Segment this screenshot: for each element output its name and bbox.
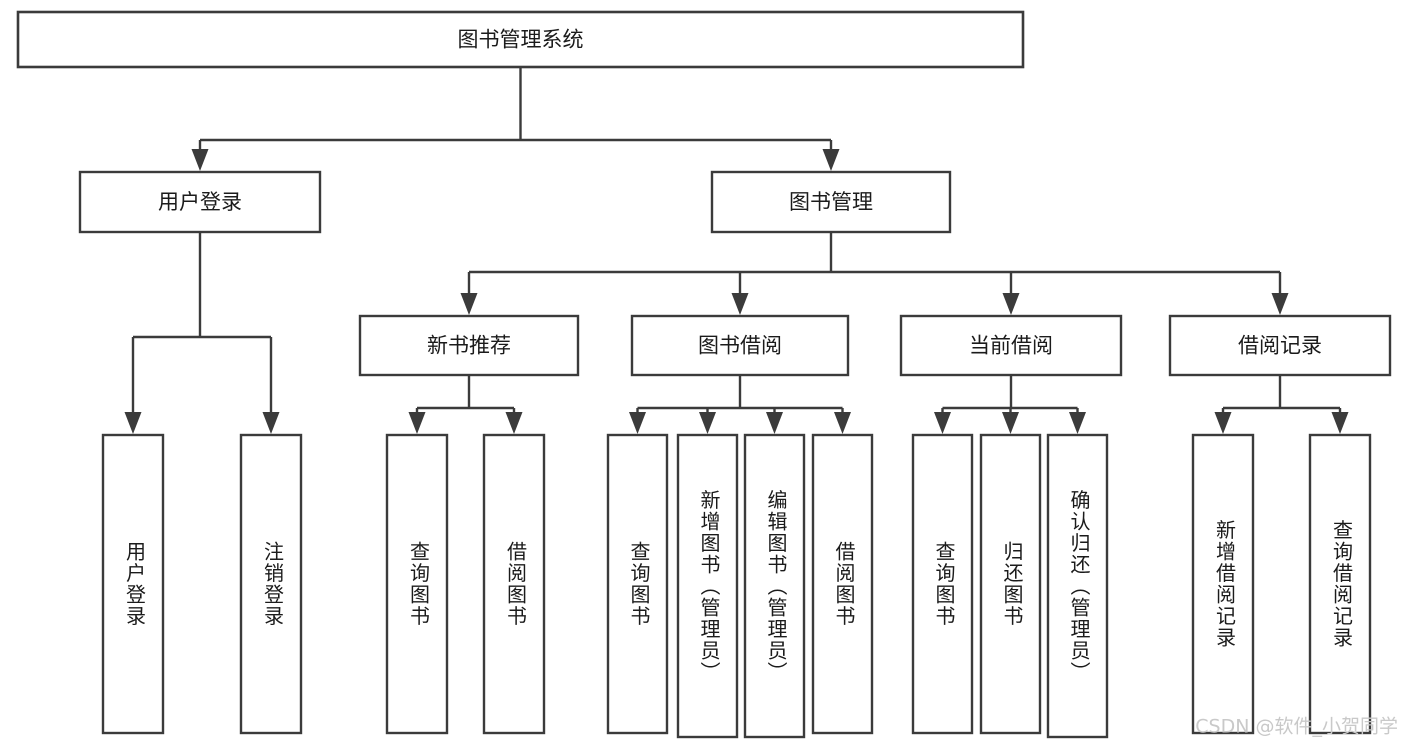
node-box-leaf_rec_query[interactable] xyxy=(385,433,449,735)
node-box-leaf_rec_borrow[interactable] xyxy=(482,433,546,735)
arrow-head-leaf_borrow_add xyxy=(699,412,716,434)
arrow-head-leaf_rec_query xyxy=(408,412,426,434)
arrow-head-leaf_borrow_edit xyxy=(766,412,783,434)
node-layer: 图书管理系统用户登录图书管理新书推荐图书借阅当前借阅借阅记录用户登录注销登录查询… xyxy=(16,10,1392,739)
node-root[interactable]: 图书管理系统 xyxy=(16,10,1025,69)
node-borrow_record[interactable]: 借阅记录 xyxy=(1168,314,1392,377)
node-box-current_borrow[interactable] xyxy=(899,314,1123,377)
node-box-leaf_user_login[interactable] xyxy=(101,433,165,735)
arrow-head-leaf_rec_add xyxy=(1214,412,1232,434)
arrow-head-leaf_user_logout xyxy=(262,412,280,434)
arrow-head-book_manage xyxy=(822,149,840,171)
arrow-head-leaf_borrow_do xyxy=(834,412,851,434)
node-leaf_rec_add[interactable]: 新增借阅记录 xyxy=(1191,433,1255,735)
node-label-leaf_borrow_add: 新增图书（管理员） xyxy=(697,489,721,683)
arrow-head-borrow_record xyxy=(1271,293,1289,315)
node-book_borrow[interactable]: 图书借阅 xyxy=(630,314,850,377)
arrow-head-leaf_cur_return xyxy=(1002,412,1019,434)
node-label-leaf_user_login: 用户登录 xyxy=(123,541,147,627)
arrow-head-leaf_borrow_query xyxy=(629,412,646,434)
node-box-root[interactable] xyxy=(16,10,1025,69)
node-leaf_cur_query[interactable]: 查询图书 xyxy=(911,433,974,735)
node-label-leaf_cur_return: 归还图书 xyxy=(1000,541,1024,627)
arrow-head-leaf_rec_query2 xyxy=(1331,412,1349,434)
node-box-leaf_borrow_add[interactable] xyxy=(676,433,739,739)
node-label-current_borrow: 当前借阅 xyxy=(969,334,1053,358)
node-label-leaf_borrow_do: 借阅图书 xyxy=(832,541,856,627)
node-label-leaf_rec_query2: 查询借阅记录 xyxy=(1330,519,1354,648)
connector-layer xyxy=(124,67,1349,434)
node-label-book_borrow: 图书借阅 xyxy=(698,334,782,358)
arrow-head-current_borrow xyxy=(1002,293,1020,315)
node-label-leaf_borrow_edit: 编辑图书（管理员） xyxy=(764,489,788,683)
node-leaf_user_logout[interactable]: 注销登录 xyxy=(239,433,303,735)
node-leaf_rec_query[interactable]: 查询图书 xyxy=(385,433,449,735)
node-box-leaf_user_logout[interactable] xyxy=(239,433,303,735)
arrow-head-leaf_cur_query xyxy=(934,412,951,434)
node-box-new_book_rec[interactable] xyxy=(358,314,580,377)
node-label-leaf_cur_confirm: 确认归还（管理员） xyxy=(1067,489,1091,683)
node-label-new_book_rec: 新书推荐 xyxy=(427,334,511,358)
node-label-leaf_cur_query: 查询图书 xyxy=(932,541,956,627)
arrow-head-leaf_cur_confirm xyxy=(1069,412,1086,434)
node-leaf_borrow_add[interactable]: 新增图书（管理员） xyxy=(676,433,739,739)
node-box-book_borrow[interactable] xyxy=(630,314,850,377)
node-leaf_rec_query2[interactable]: 查询借阅记录 xyxy=(1308,433,1372,735)
node-box-leaf_borrow_query[interactable] xyxy=(606,433,669,735)
node-label-leaf_rec_add: 新增借阅记录 xyxy=(1213,519,1237,648)
arrow-head-book_borrow xyxy=(731,293,749,315)
node-label-root: 图书管理系统 xyxy=(458,28,584,52)
node-label-leaf_user_logout: 注销登录 xyxy=(261,541,285,627)
node-box-leaf_borrow_do[interactable] xyxy=(811,433,874,735)
arrow-head-leaf_rec_borrow xyxy=(505,412,523,434)
node-leaf_borrow_edit[interactable]: 编辑图书（管理员） xyxy=(743,433,806,739)
node-box-book_manage[interactable] xyxy=(710,170,952,234)
node-box-leaf_cur_confirm[interactable] xyxy=(1046,433,1109,739)
node-label-book_manage: 图书管理 xyxy=(789,190,873,214)
node-label-user_login: 用户登录 xyxy=(158,190,242,214)
arrow-head-user_login xyxy=(191,149,209,171)
node-leaf_rec_borrow[interactable]: 借阅图书 xyxy=(482,433,546,735)
node-box-leaf_cur_return[interactable] xyxy=(979,433,1042,735)
node-box-leaf_cur_query[interactable] xyxy=(911,433,974,735)
node-box-borrow_record[interactable] xyxy=(1168,314,1392,377)
node-leaf_borrow_do[interactable]: 借阅图书 xyxy=(811,433,874,735)
node-leaf_cur_confirm[interactable]: 确认归还（管理员） xyxy=(1046,433,1109,739)
node-label-leaf_borrow_query: 查询图书 xyxy=(627,541,651,627)
arrow-head-leaf_user_login xyxy=(124,412,142,434)
node-leaf_borrow_query[interactable]: 查询图书 xyxy=(606,433,669,735)
node-label-leaf_rec_query: 查询图书 xyxy=(407,541,431,627)
node-box-leaf_rec_add[interactable] xyxy=(1191,433,1255,735)
arrow-head-new_book_rec xyxy=(460,293,478,315)
node-current_borrow[interactable]: 当前借阅 xyxy=(899,314,1123,377)
node-label-leaf_rec_borrow: 借阅图书 xyxy=(504,541,528,627)
node-book_manage[interactable]: 图书管理 xyxy=(710,170,952,234)
node-label-borrow_record: 借阅记录 xyxy=(1238,334,1322,358)
node-box-leaf_rec_query2[interactable] xyxy=(1308,433,1372,735)
node-user_login[interactable]: 用户登录 xyxy=(78,170,322,234)
node-box-leaf_borrow_edit[interactable] xyxy=(743,433,806,739)
node-leaf_user_login[interactable]: 用户登录 xyxy=(101,433,165,735)
node-leaf_cur_return[interactable]: 归还图书 xyxy=(979,433,1042,735)
node-new_book_rec[interactable]: 新书推荐 xyxy=(358,314,580,377)
node-box-user_login[interactable] xyxy=(78,170,322,234)
csdn-watermark: CSDN @软件_小贺同学 xyxy=(1195,716,1398,738)
